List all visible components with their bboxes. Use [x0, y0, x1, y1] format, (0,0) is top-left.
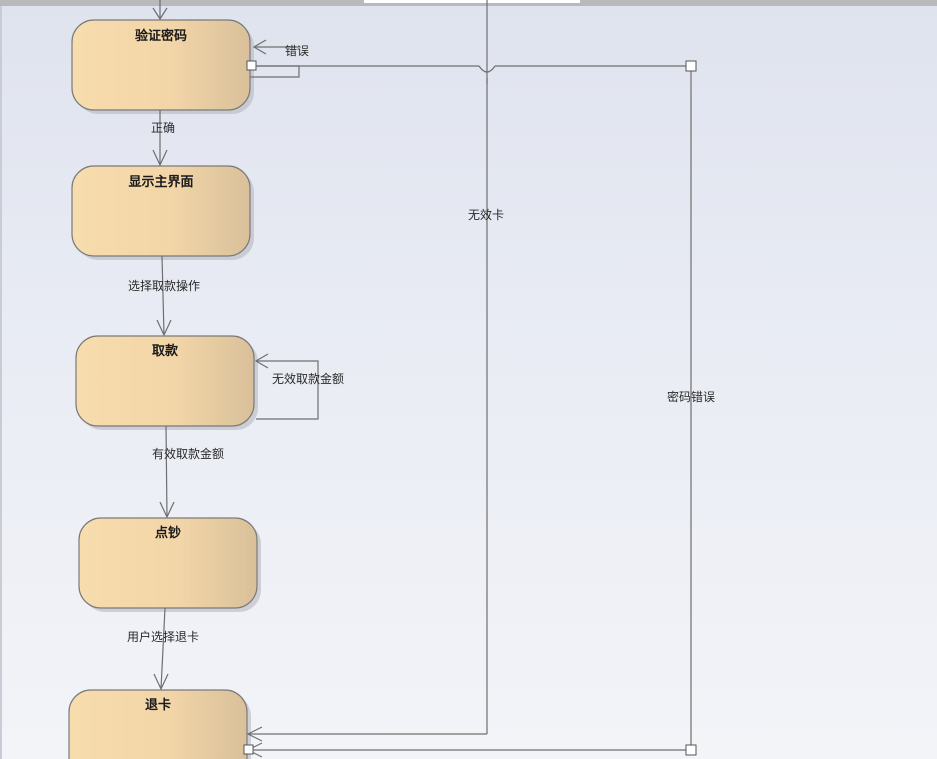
state-title: 取款 [152, 343, 179, 359]
transition-label-valid-amount: 有效取款金额 [152, 446, 224, 461]
connector-handle[interactable] [243, 744, 254, 755]
canvas-left-border [0, 6, 2, 759]
window-top-bar [0, 0, 937, 6]
transition-label-error: 错误 [285, 44, 309, 58]
transition-user-eject[interactable] [153, 607, 169, 691]
state-withdraw[interactable]: 取款 [75, 335, 258, 430]
connector-handle[interactable] [685, 744, 697, 756]
transition-label-user-eject: 用户选择退卡 [127, 629, 199, 644]
transition-password-error[interactable] [243, 60, 697, 758]
state-title: 显示主界面 [128, 174, 193, 190]
state-show-main-screen[interactable]: 显示主界面 [71, 165, 254, 260]
connector-handle[interactable] [246, 60, 257, 71]
state-title: 验证密码 [135, 28, 187, 44]
transition-label-correct: 正确 [151, 121, 175, 135]
transition-label-invalid-card: 无效卡 [468, 207, 504, 222]
transition-invalid-amount-self-loop[interactable] [254, 353, 319, 420]
transition-correct[interactable] [152, 110, 168, 167]
transition-label-invalid-amount: 无效取款金额 [272, 371, 344, 386]
active-tab-indicator[interactable] [364, 0, 580, 3]
state-title: 点钞 [155, 525, 181, 541]
connector-handle[interactable] [685, 60, 697, 72]
state-verify-password[interactable]: 验证密码 [71, 19, 254, 114]
state-eject-card[interactable]: 退卡 [68, 689, 251, 759]
state-count-cash[interactable]: 点钞 [78, 517, 261, 612]
transition-select-withdraw[interactable] [156, 255, 172, 337]
transition-label-password-error: 密码错误 [667, 389, 715, 404]
state-title: 退卡 [145, 697, 171, 713]
transition-label-select-withdraw: 选择取款操作 [128, 278, 200, 293]
transition-invalid-card[interactable] [246, 0, 488, 742]
incoming-transition[interactable] [152, 0, 168, 21]
transition-valid-amount[interactable] [159, 425, 175, 519]
